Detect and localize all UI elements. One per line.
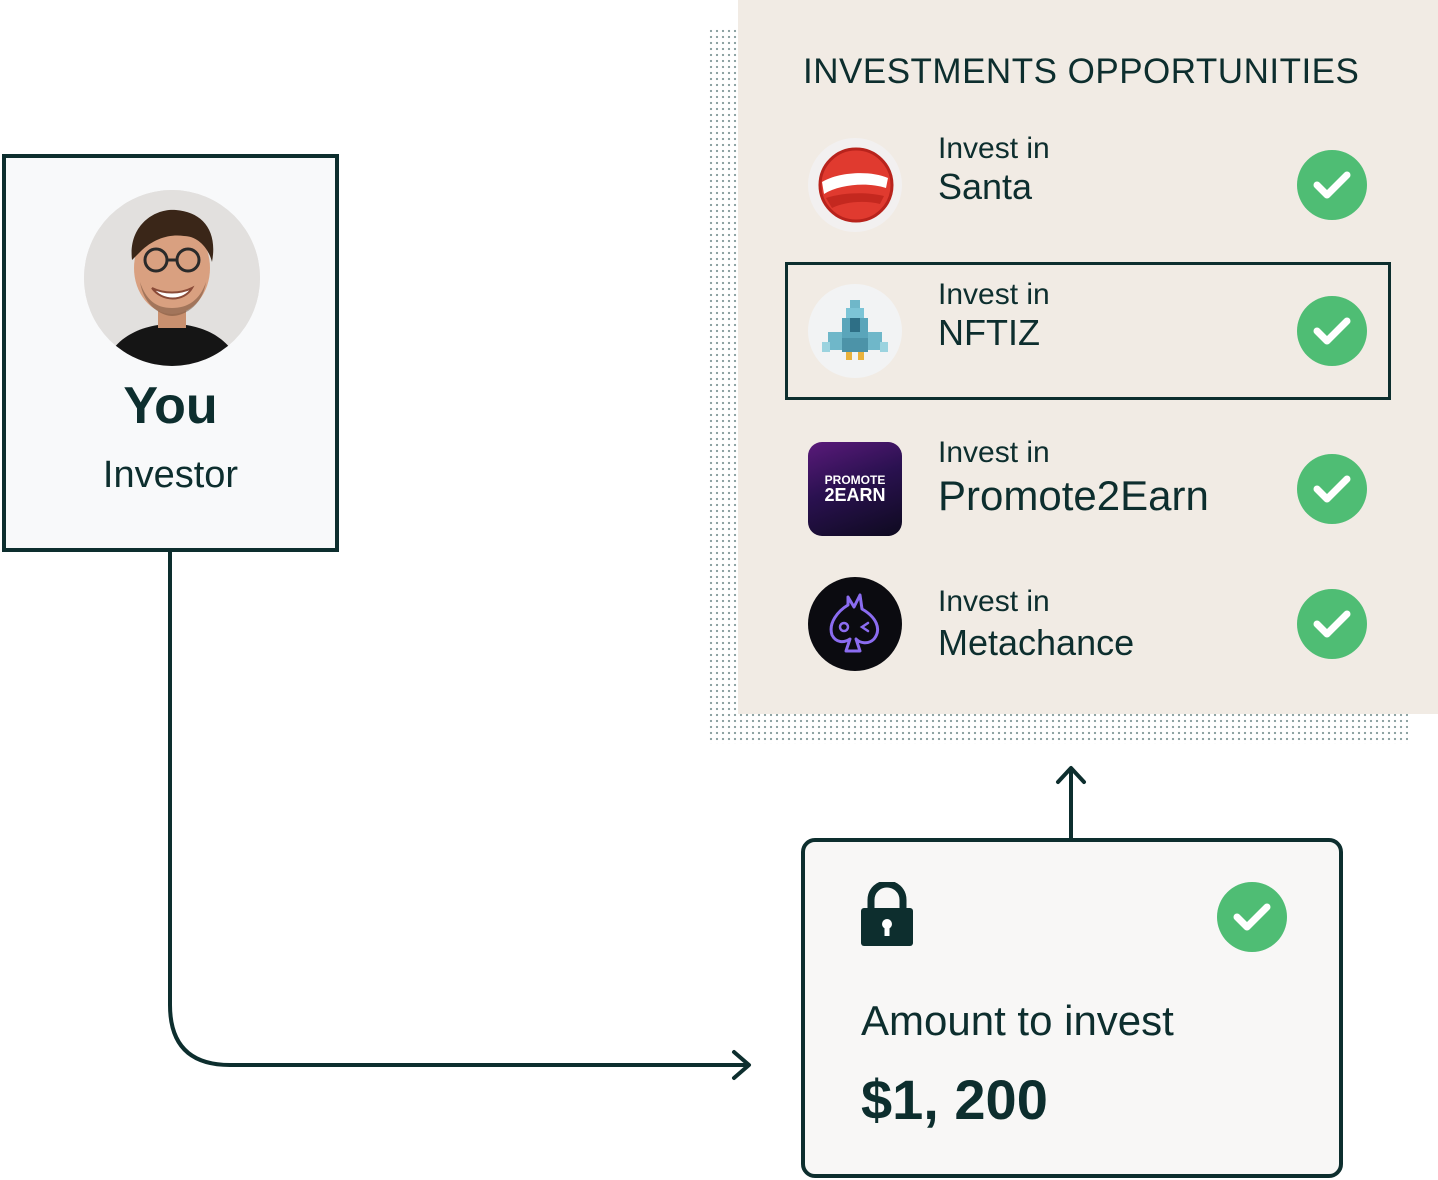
investment-opportunities-panel: INVESTMENTS OPPORTUNITIES Invest in Sant…: [738, 0, 1438, 714]
opportunity-name: Santa: [938, 166, 1033, 207]
investor-role: Investor: [102, 454, 239, 496]
santa-logo-icon: [808, 138, 902, 232]
opportunity-prefix: Invest in: [938, 278, 1050, 311]
amount-value: $1, 200: [861, 1068, 1048, 1131]
amount-label: Amount to invest: [861, 997, 1174, 1044]
opportunity-promote2earn[interactable]: PROMOTE 2EARN Invest in Promote2Earn: [785, 420, 1391, 558]
investor-avatar: [84, 190, 260, 366]
check-circle-icon: [1297, 296, 1367, 366]
panel-title: INVESTMENTS OPPORTUNITIES: [803, 52, 1360, 91]
check-circle-icon: [1297, 589, 1367, 659]
opportunity-prefix: Invest in: [938, 436, 1050, 469]
investor-card: You Investor: [2, 154, 339, 552]
logo-text-top: PROMOTE: [824, 473, 886, 487]
check-circle-icon: [1297, 150, 1367, 220]
amount-card[interactable]: Amount to invest $1, 200: [801, 838, 1343, 1178]
check-circle-icon: [1217, 882, 1287, 952]
opportunity-name: Promote2Earn: [938, 472, 1209, 519]
metachance-spade-logo-icon: [808, 577, 902, 671]
opportunity-prefix: Invest in: [938, 132, 1050, 165]
opportunity-santa[interactable]: Invest in Santa: [785, 116, 1391, 254]
nftiz-spaceship-logo-icon: [808, 284, 902, 378]
opportunity-prefix: Invest in: [938, 585, 1050, 618]
promote2earn-logo-icon: PROMOTE 2EARN: [808, 442, 902, 536]
lock-icon: [859, 880, 915, 953]
opportunity-nftiz[interactable]: Invest in NFTIZ: [785, 262, 1391, 400]
logo-text-bottom: 2EARN: [824, 485, 886, 505]
opportunity-name: Metachance: [938, 622, 1135, 663]
check-circle-icon: [1297, 454, 1367, 524]
investor-name: You: [123, 377, 218, 435]
opportunity-name: NFTIZ: [938, 312, 1040, 353]
opportunity-metachance[interactable]: Invest in Metachance: [785, 555, 1391, 693]
